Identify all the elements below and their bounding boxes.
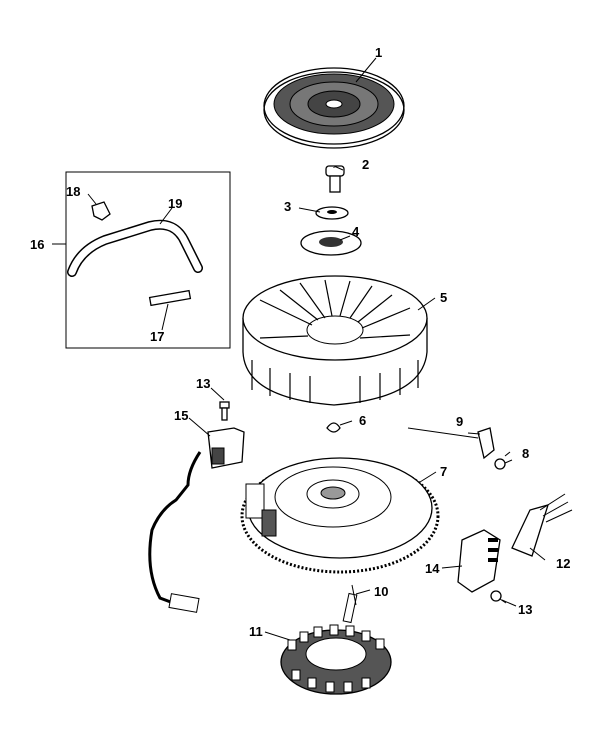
leader-lines	[52, 57, 546, 641]
cooling-fan-part	[242, 275, 428, 406]
bolt-part	[325, 165, 345, 193]
callout-7: 7	[440, 464, 447, 479]
washer-part	[315, 206, 349, 220]
callout-14: 14	[425, 561, 440, 576]
callout-2: 2	[362, 157, 369, 172]
callout-10: 10	[374, 584, 388, 599]
callout-8: 8	[522, 446, 529, 461]
callout-16: 16	[30, 237, 44, 252]
callout-3: 3	[284, 199, 291, 214]
callout-18: 18	[66, 184, 80, 199]
callout-6: 6	[359, 413, 366, 428]
breather-kit-box	[65, 171, 231, 349]
callout-5: 5	[440, 290, 447, 305]
harness-part	[511, 493, 573, 557]
callout-19: 19	[168, 196, 182, 211]
callout-13-bottom: 13	[518, 602, 532, 617]
screw-part-13-bottom	[490, 590, 507, 604]
screw-part-13-top	[219, 401, 230, 421]
callout-15: 15	[174, 408, 188, 423]
bracket-part	[477, 427, 495, 460]
ignition-module-part	[148, 427, 245, 613]
callout-9: 9	[456, 414, 463, 429]
callout-4: 4	[352, 224, 360, 239]
callout-12: 12	[556, 556, 570, 571]
rectifier-part	[457, 529, 501, 593]
grass-screen-part	[263, 67, 405, 149]
callout-11: 11	[249, 624, 263, 639]
callout-1: 1	[375, 45, 382, 60]
screw-part-8	[494, 458, 513, 470]
fan-retainer-part	[300, 230, 362, 256]
callout-13-top: 13	[196, 376, 210, 391]
key-part	[326, 422, 341, 433]
stud-part	[342, 584, 358, 624]
stator-part	[280, 624, 392, 695]
callout-17: 17	[150, 329, 164, 344]
flywheel-part	[240, 457, 440, 574]
